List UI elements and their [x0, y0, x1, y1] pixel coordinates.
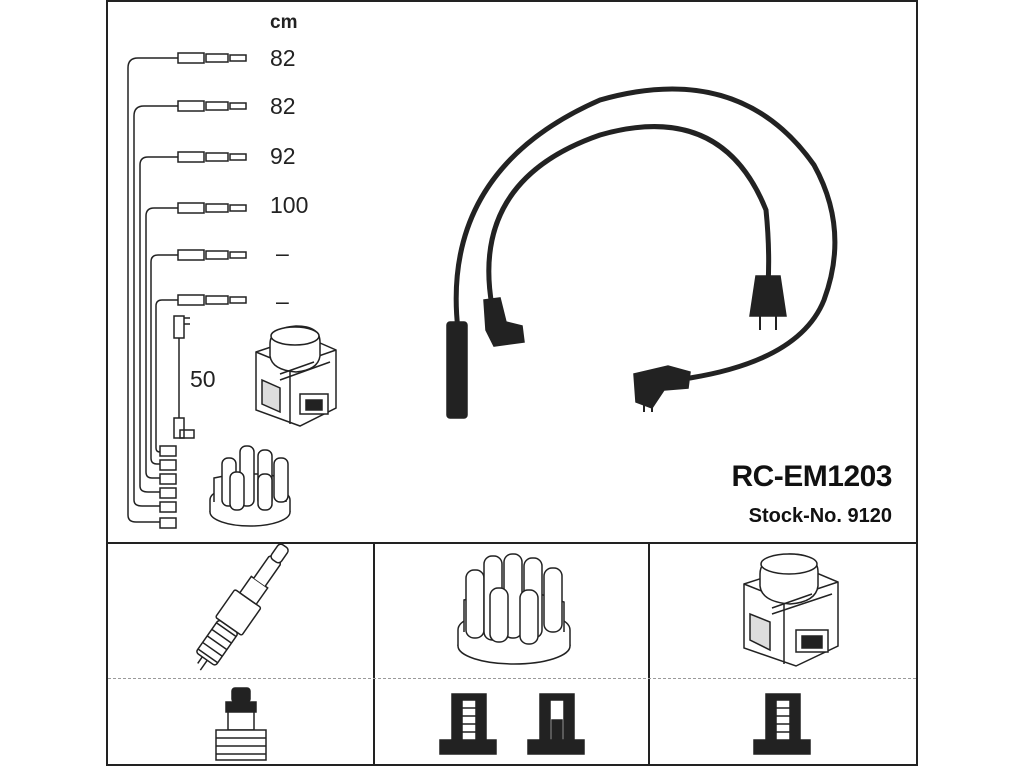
dashed-divider — [108, 678, 916, 679]
stock-number: Stock-No. 9120 — [748, 505, 892, 527]
schematic-cable-6 — [155, 294, 247, 457]
cable-boots-illustration — [446, 275, 787, 419]
spark-plug-icon — [196, 543, 289, 671]
plug-terminal-icon — [215, 687, 267, 761]
cap-terminal-icon — [439, 693, 497, 755]
schematic-cable-3 — [139, 151, 247, 499]
schematic-cable-1 — [127, 52, 247, 529]
coil-cable-length: 50 — [190, 366, 216, 392]
distributor-cap-icon — [209, 445, 291, 527]
schematic-coil-cable — [173, 315, 195, 439]
ignition-cables-illustration — [453, 86, 838, 381]
cable-length-3: 92 — [270, 143, 296, 169]
cable-length-4: 100 — [270, 192, 309, 218]
column-divider — [648, 542, 650, 766]
distributor-cap-icon — [457, 553, 571, 665]
cable-schematic — [127, 52, 247, 529]
cable-length-6: – — [276, 288, 289, 314]
ignition-coil-icon — [743, 553, 839, 667]
schematic-cable-2 — [133, 100, 247, 513]
diagram-frame — [106, 0, 918, 766]
cable-length-2: 82 — [270, 93, 296, 119]
schematic-cable-5 — [150, 249, 247, 471]
column-divider — [373, 542, 375, 766]
cable-length-5: – — [276, 240, 289, 266]
cap-terminal-icon — [527, 693, 585, 755]
length-unit-label: cm — [270, 12, 298, 33]
coil-terminal-icon — [753, 693, 811, 755]
cable-length-1: 82 — [270, 45, 296, 71]
ignition-coil-icon — [255, 325, 337, 427]
product-code: RC-EM1203 — [731, 460, 892, 493]
section-divider — [106, 542, 918, 544]
schematic-cable-4 — [145, 202, 247, 485]
